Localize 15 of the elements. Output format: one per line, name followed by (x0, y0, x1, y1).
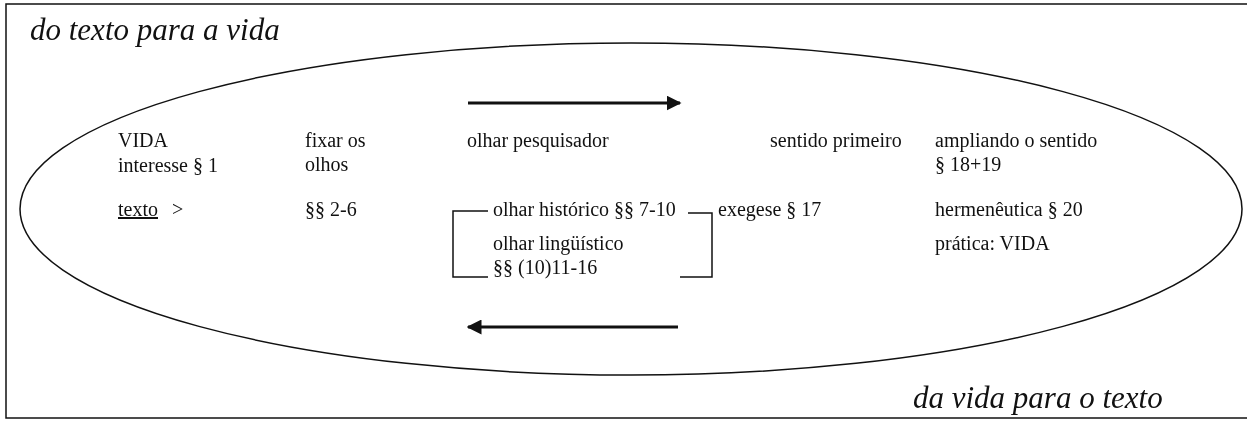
label-text: interesse § 1 (118, 153, 219, 177)
label-text: olhar lingüístico §§ (10)11-16 (493, 231, 625, 279)
label-text: exegese § 17 (718, 197, 823, 221)
label-text: texto (118, 197, 158, 221)
label-text: prática: VIDA (935, 231, 1051, 255)
label-text: VIDA (118, 128, 168, 152)
label-text: > (172, 197, 184, 221)
label-text: olhar histórico §§ 7-10 (493, 197, 677, 221)
direction-caption: do texto para a vida (30, 12, 280, 48)
label-text: olhar pesquisador (467, 128, 610, 152)
label-text: §§ 2-6 (305, 197, 358, 221)
label-text: ampliando o sentido § 18+19 (935, 128, 1099, 176)
label-text: fixar os olhos (305, 128, 367, 176)
label-text: hermenêutica § 20 (935, 197, 1084, 221)
direction-caption: da vida para o texto (913, 380, 1163, 416)
